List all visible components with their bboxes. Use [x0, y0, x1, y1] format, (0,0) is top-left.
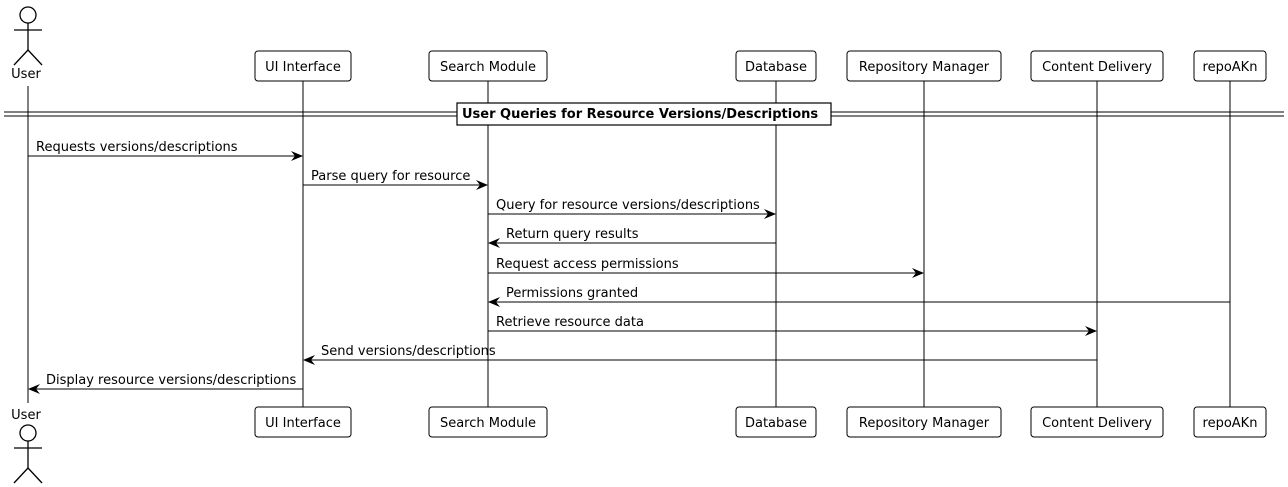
participant-repoakn-top: repoAKn: [1193, 50, 1267, 82]
message-label: Permissions granted: [506, 286, 638, 301]
actor-user-bottom: User: [11, 408, 43, 484]
participant-label: Database: [745, 60, 807, 75]
participant-repoakn-bottom: repoAKn: [1193, 406, 1267, 438]
message-label: Send versions/descriptions: [321, 344, 496, 359]
message-label: Return query results: [506, 227, 639, 242]
actor-icon: [13, 6, 43, 66]
message-label: Display resource versions/descriptions: [46, 373, 296, 388]
actor-label: User: [11, 408, 41, 423]
participant-ui-top: UI Interface: [254, 50, 352, 82]
participant-repo-bottom: Repository Manager: [846, 406, 1002, 438]
actor-icon: [13, 424, 43, 484]
participant-label: Repository Manager: [859, 416, 990, 431]
actor-label: User: [11, 67, 41, 82]
message-label: Requests versions/descriptions: [36, 140, 238, 155]
participant-label: Repository Manager: [859, 60, 990, 75]
participant-label: repoAKn: [1203, 60, 1258, 75]
participant-content-bottom: Content Delivery: [1030, 406, 1164, 438]
message-label: Request access permissions: [496, 257, 679, 272]
participant-label: UI Interface: [265, 416, 341, 431]
message-3: Query for resource versions/descriptions: [488, 198, 776, 219]
participant-label: Content Delivery: [1042, 416, 1152, 431]
message-label: Query for resource versions/descriptions: [496, 198, 760, 213]
section-divider: User Queries for Resource Versions/Descr…: [4, 102, 1284, 126]
message-6: Permissions granted: [488, 286, 1230, 307]
participant-search-top: Search Module: [428, 50, 548, 82]
message-7: Retrieve resource data: [488, 315, 1097, 336]
message-4: Return query results: [488, 227, 776, 248]
participant-label: Database: [745, 416, 807, 431]
message-8: Send versions/descriptions: [303, 344, 1097, 365]
message-9: Display resource versions/descriptions: [28, 373, 303, 394]
section-divider-label: User Queries for Resource Versions/Descr…: [462, 107, 818, 122]
participant-repo-top: Repository Manager: [846, 50, 1002, 82]
participant-ui-bottom: UI Interface: [254, 406, 352, 438]
participant-db-bottom: Database: [735, 406, 817, 438]
participant-content-top: Content Delivery: [1030, 50, 1164, 82]
participant-label: repoAKn: [1203, 416, 1258, 431]
message-2: Parse query for resource: [303, 169, 488, 190]
participant-label: Search Module: [440, 60, 536, 75]
message-label: Retrieve resource data: [496, 315, 644, 330]
message-1: Requests versions/descriptions: [28, 140, 303, 161]
participant-label: UI Interface: [265, 60, 341, 75]
message-label: Parse query for resource: [311, 169, 470, 184]
participant-label: Search Module: [440, 416, 536, 431]
participant-label: Content Delivery: [1042, 60, 1152, 75]
participant-search-bottom: Search Module: [428, 406, 548, 438]
message-5: Request access permissions: [488, 257, 924, 278]
actor-user-top: User: [11, 6, 43, 82]
participant-db-top: Database: [735, 50, 817, 82]
